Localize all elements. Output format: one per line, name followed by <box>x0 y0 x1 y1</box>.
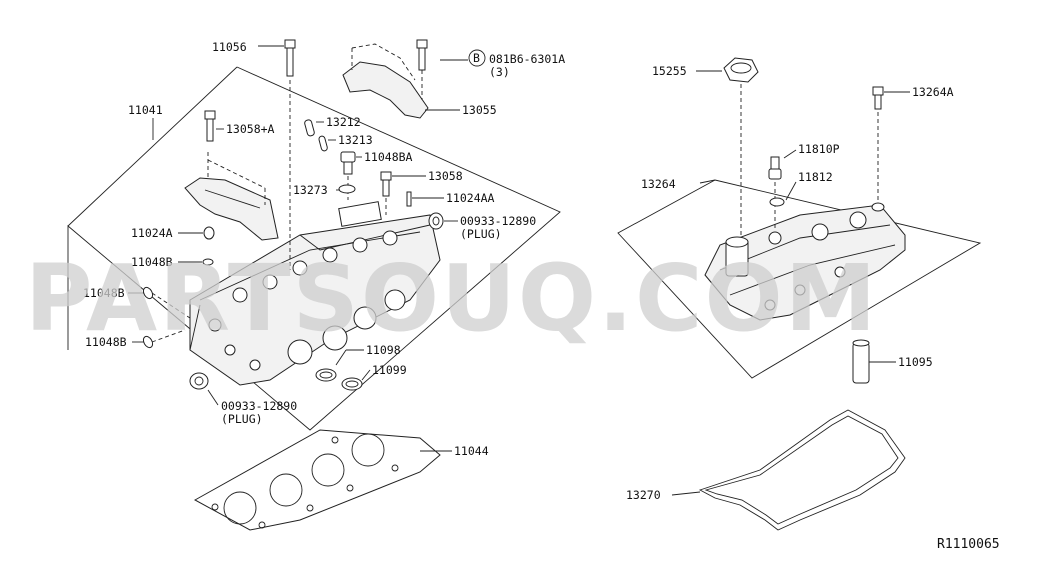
rocker-cover-gasket-13270 <box>698 409 906 531</box>
label-11041: 11041 <box>128 103 163 117</box>
label-11048b-1: 11048B <box>131 255 173 269</box>
label-13058a: 13058+A <box>226 122 275 136</box>
cam-bracket-left <box>184 177 279 241</box>
callout-b-letter: B <box>473 51 480 65</box>
cam-bracket-top <box>342 61 429 119</box>
label-11048b-2: 11048B <box>83 286 125 300</box>
part-labels: 11056 B 081B6-6301A (3) 13055 11041 1305… <box>83 40 954 502</box>
label-13264: 13264 <box>641 177 676 191</box>
label-00933-top: 00933-12890 <box>460 214 536 228</box>
plug-11048b-1 <box>202 258 214 266</box>
bolt-13058 <box>380 171 392 197</box>
label-13212: 13212 <box>326 115 361 129</box>
plug-11048ba <box>340 151 356 175</box>
label-081b6: 081B6-6301A <box>489 52 565 66</box>
label-11098: 11098 <box>366 343 401 357</box>
plug-00933-bottom <box>189 372 209 390</box>
label-11048b-3: 11048B <box>85 335 127 349</box>
dowel-13213 <box>318 135 328 152</box>
label-11812: 11812 <box>798 170 833 184</box>
label-13270: 13270 <box>626 488 661 502</box>
label-11024aa: 11024AA <box>446 191 495 205</box>
label-00933-bottom: 00933-12890 <box>221 399 297 413</box>
diagram-code: R1110065 <box>937 537 1000 552</box>
pcv-valve-11810p <box>768 156 782 180</box>
label-11095: 11095 <box>898 355 933 369</box>
plug-00933-top <box>428 212 444 230</box>
cylinder-head-outline <box>67 66 561 431</box>
label-11044: 11044 <box>454 444 489 458</box>
bolt-13058a <box>204 110 216 142</box>
rocker-cover-group <box>617 57 982 531</box>
plug-11048b-3 <box>142 335 154 349</box>
dowel-13212 <box>304 119 315 137</box>
label-13273: 13273 <box>293 183 328 197</box>
washer-13273 <box>338 184 356 194</box>
label-081b6-qty: (3) <box>489 65 510 79</box>
label-13264a: 13264A <box>912 85 954 99</box>
seal-11099 <box>341 377 363 391</box>
label-11056: 11056 <box>212 40 247 54</box>
label-11024a: 11024A <box>131 226 173 240</box>
oil-filler-cap-15255 <box>723 57 759 83</box>
label-00933-bottom-note: (PLUG) <box>221 412 263 426</box>
grommet-11812 <box>769 197 785 207</box>
label-13213: 13213 <box>338 133 373 147</box>
seal-11098 <box>315 368 337 382</box>
rocker-cover-body <box>704 204 906 321</box>
tube-11095 <box>852 339 870 384</box>
label-11048ba: 11048BA <box>364 150 413 164</box>
plug-11048b-2 <box>142 286 154 300</box>
head-gasket-11044 <box>193 429 441 531</box>
bolt-13264a <box>872 86 884 110</box>
cylinder-head-body <box>189 201 441 386</box>
ring-11024a <box>203 226 215 240</box>
bolt-11056 <box>284 39 296 77</box>
label-11099: 11099 <box>372 363 407 377</box>
watermark: PARTSOUQ.COM <box>25 245 878 352</box>
cylinder-head-group <box>67 39 561 531</box>
bolt-081b6 <box>416 39 428 71</box>
label-00933-top-note: (PLUG) <box>460 227 502 241</box>
label-11810p: 11810P <box>798 142 840 156</box>
callout-b-circle <box>468 49 486 67</box>
label-13055: 13055 <box>462 103 497 117</box>
pin-11024aa <box>406 191 412 207</box>
label-15255: 15255 <box>652 64 687 78</box>
label-13058: 13058 <box>428 169 463 183</box>
